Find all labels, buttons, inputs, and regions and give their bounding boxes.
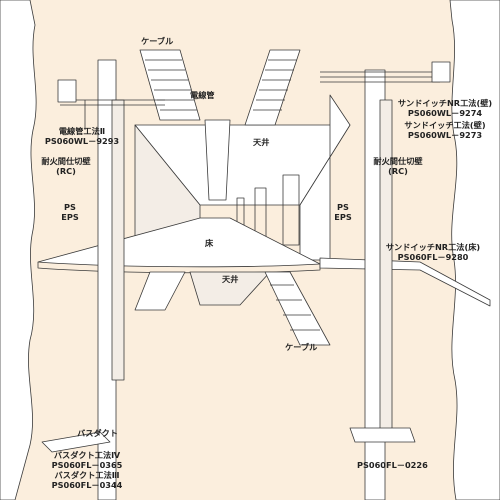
floor-slab [37,217,321,268]
label-ps-right: PS EPS [334,202,352,222]
cable-tray-top-right [244,49,301,126]
left-wall [0,0,37,500]
ps-shaft-right-inner [379,99,393,431]
right-wall [449,0,500,500]
pipe-left [60,99,165,130]
ceiling-plane-bottom [189,271,271,306]
cable-tray-rungs [145,59,297,111]
floor-slab-right [319,257,491,307]
label-fire-wall-right: 耐火間仕切壁 (RC) [373,156,423,176]
label-ceiling-top: 天井 [253,137,270,147]
label-floor-center: 床 [205,238,214,248]
cable-lower-left [134,271,186,311]
label-floor-code-right: PS060FL－0226 [357,460,428,470]
cable-tray-bottom [264,271,331,346]
label-sandwich-floor: サンドイッチNR工法(床) PS060FL－9280 [385,242,481,262]
label-bus-duct-methods: バスダクト工法Ⅳ PS060FL－0365 バスダクト工法Ⅲ PS060FL－0… [51,450,123,490]
label-bus-duct: バスダクト [77,428,118,438]
label-ps-left: PS EPS [61,202,79,222]
wall-box-left [57,79,77,103]
label-ceiling-bottom: 天井 [222,274,239,284]
label-cable-bottom: ケーブル [285,342,318,352]
cable-tray-top-left [139,49,201,121]
door-1 [282,174,300,246]
label-cable-top: ケーブル [141,36,174,46]
label-sandwich-wall-1: サンドイッチNR工法(壁) PS060WL－9274 [397,98,493,118]
wall-box-right [431,61,451,83]
pipe-right [320,71,440,83]
conduit-top [204,119,231,201]
label-conduit-method: 電線管工法Ⅱ PS060WL－9293 [44,126,120,146]
label-fire-wall-left: 耐火間仕切壁 (RC) [41,156,91,176]
base-plate-left [41,431,111,453]
corridor-right-wall [299,94,351,261]
label-conduit-top: 電線管 [190,90,215,100]
label-sandwich-wall-2: サンドイッチ工法(壁) PS060WL－9273 [404,120,486,140]
cable-tray-bottom-rungs [270,284,320,331]
base-plate-right [349,427,416,443]
